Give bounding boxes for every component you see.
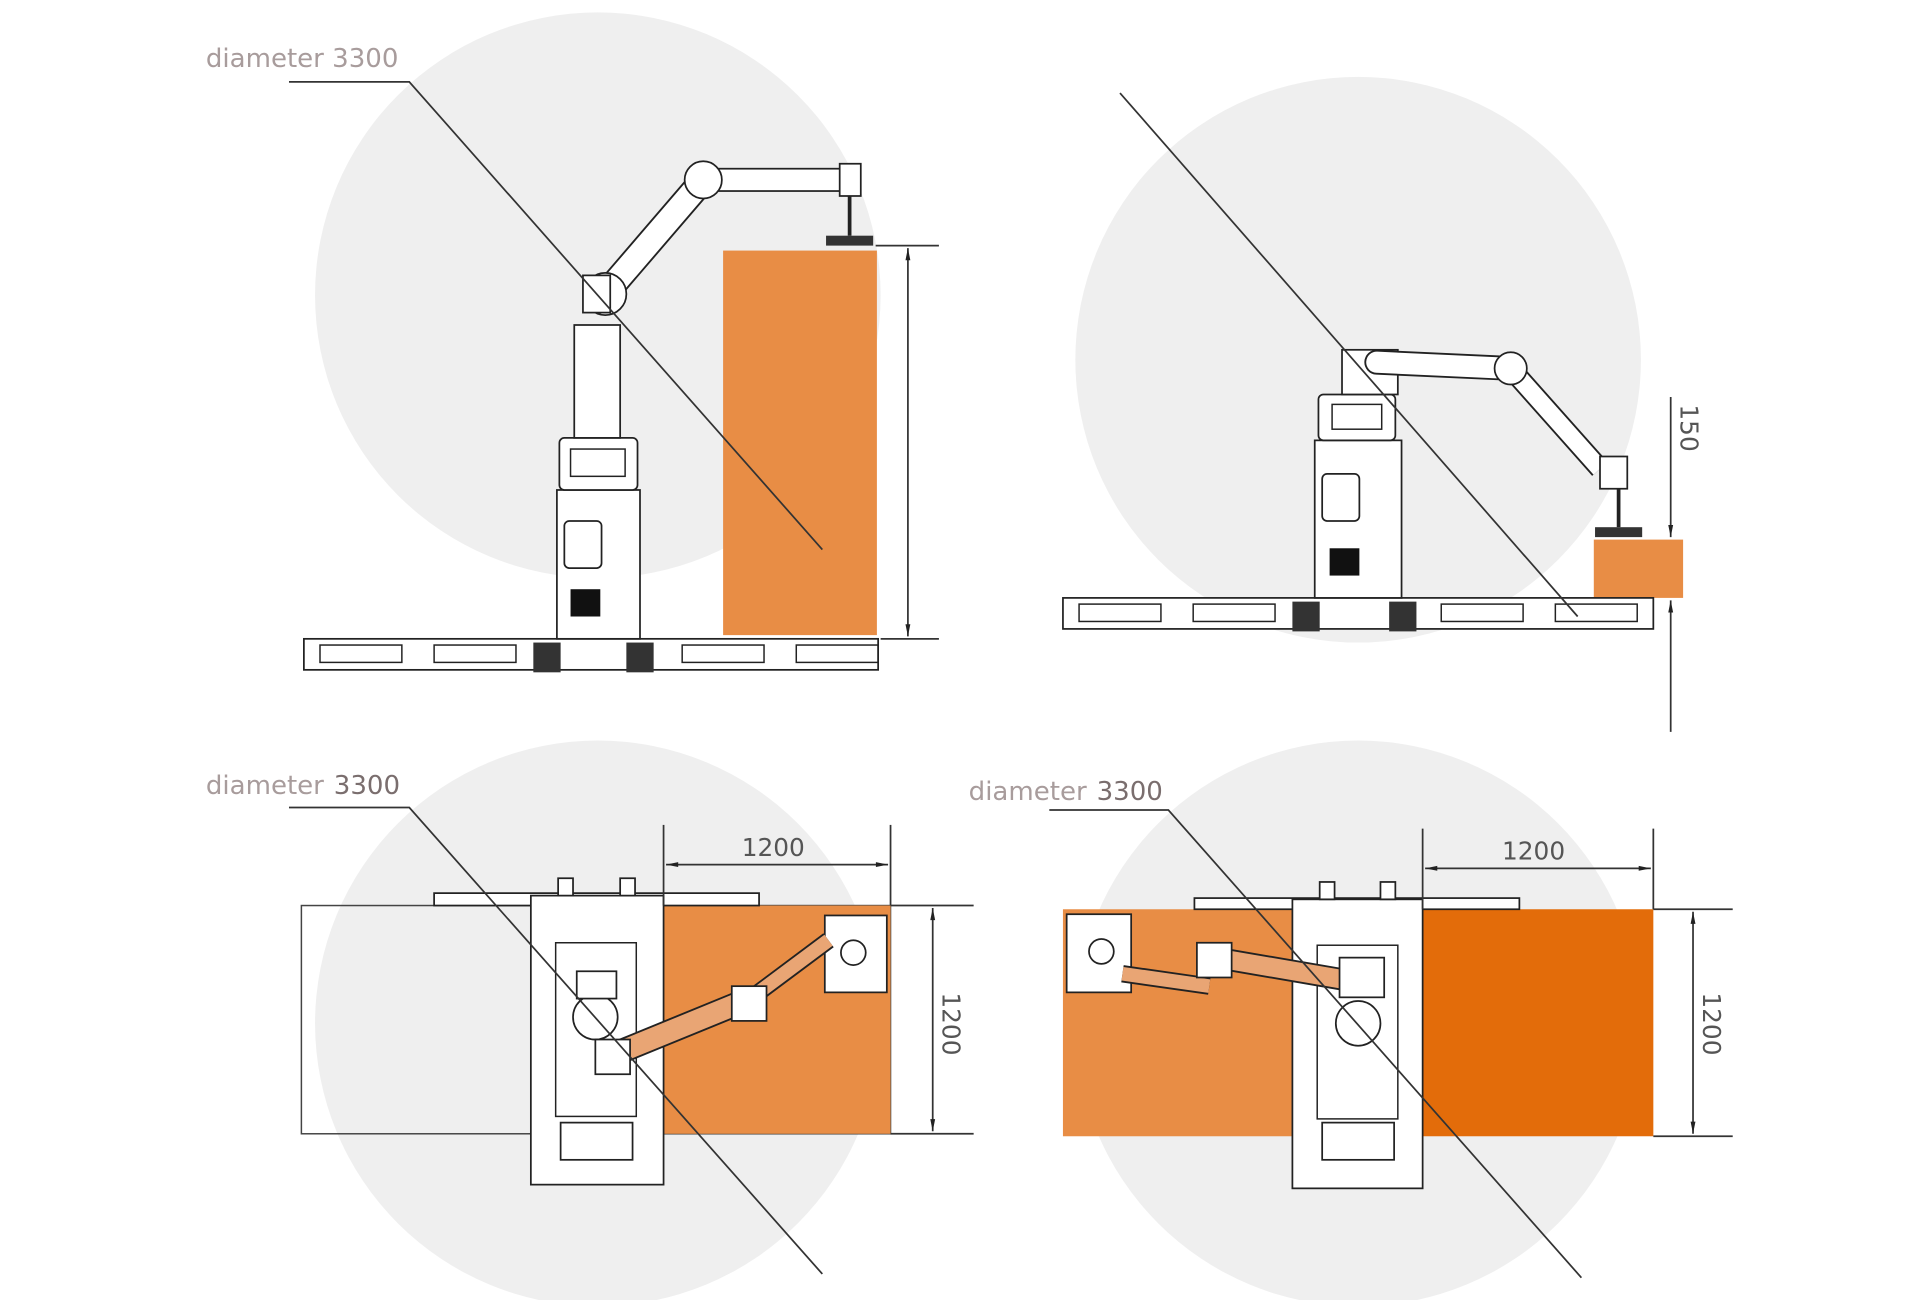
height-dimension-label: 150 xyxy=(1675,404,1704,451)
height-dimension xyxy=(875,244,939,640)
robot-side xyxy=(1313,348,1643,599)
diameter-leader-line xyxy=(288,81,823,551)
robot-side xyxy=(556,160,874,640)
depth-dimension: 1200 xyxy=(1653,908,1733,1138)
robot-top xyxy=(1088,881,1424,1190)
diameter-leader-line xyxy=(1049,809,1583,1279)
diameter-label: diameter 3300 xyxy=(206,44,399,74)
height-dimension: 150 xyxy=(1668,396,1704,732)
robot-top xyxy=(529,877,867,1186)
stack-zone-right xyxy=(1422,909,1654,1137)
panel-side-view-tall: diameter 3300 xyxy=(206,12,939,673)
stack-zone xyxy=(1593,539,1684,598)
width-dimension-label: 1200 xyxy=(1502,837,1565,866)
diameter-leader-line xyxy=(1119,92,1579,618)
width-dimension: 1200 xyxy=(662,824,892,906)
panel-side-view-low: 150 xyxy=(1062,76,1704,732)
depth-dimension-label: 1200 xyxy=(1697,992,1726,1055)
pallet xyxy=(1062,597,1655,632)
width-dimension-label: 1200 xyxy=(742,833,805,862)
depth-dimension-label: 1200 xyxy=(937,992,966,1055)
pallet xyxy=(303,637,880,673)
diameter-leader-line xyxy=(288,806,823,1275)
stack-zone xyxy=(723,250,877,636)
depth-dimension: 1200 xyxy=(890,904,974,1135)
width-dimension: 1200 xyxy=(1421,828,1655,910)
